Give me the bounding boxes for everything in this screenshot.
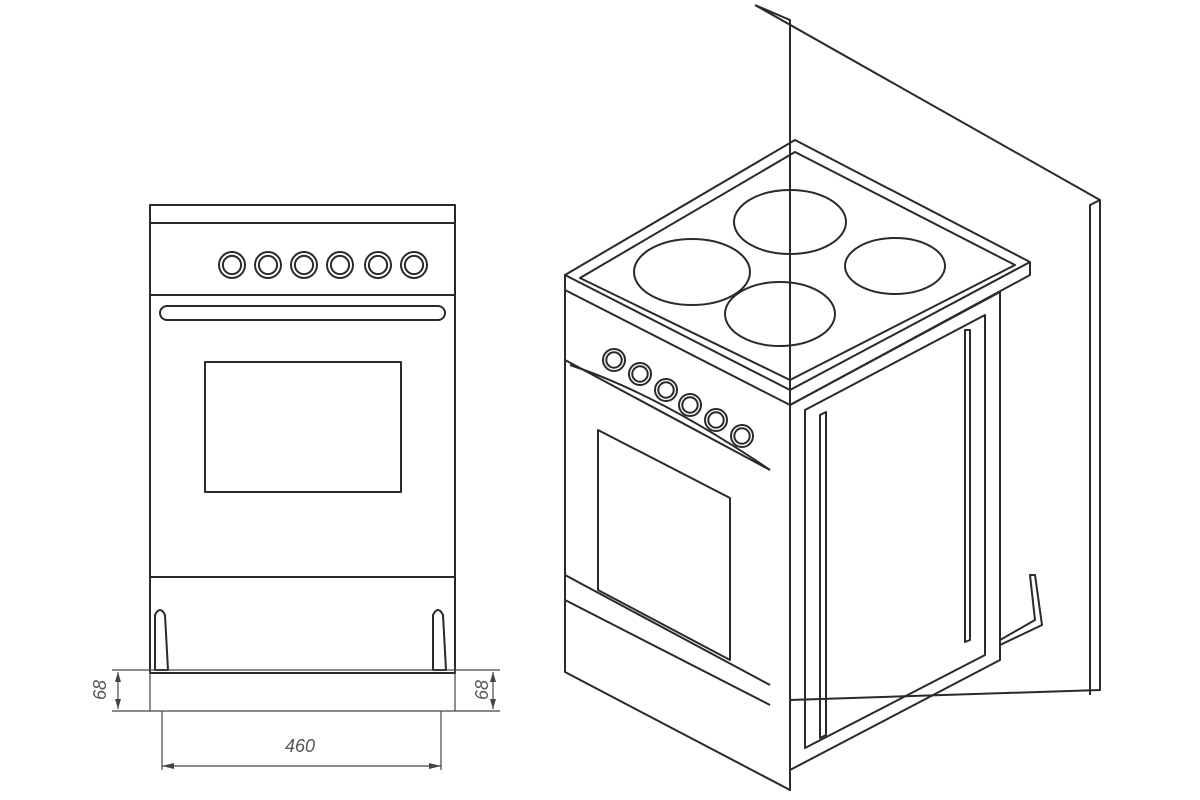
knob	[654, 378, 678, 402]
knob	[293, 254, 315, 276]
cooktop-edge	[149, 204, 456, 224]
knob	[254, 251, 282, 279]
leg-left	[154, 609, 169, 671]
side-panel	[789, 291, 1001, 771]
control-knobs	[218, 251, 428, 279]
isometric-view	[564, 4, 1101, 791]
knob	[730, 424, 754, 448]
knob	[367, 254, 389, 276]
drawer	[149, 576, 456, 674]
burner-front-right	[724, 281, 836, 347]
knob	[681, 396, 699, 414]
wall-panel	[754, 4, 1101, 701]
knob	[221, 254, 243, 276]
knob	[628, 362, 652, 386]
knob	[218, 251, 246, 279]
dimension-lines	[112, 669, 500, 770]
width-dimension-label: 460	[285, 736, 315, 756]
door-handle-iso	[569, 364, 771, 471]
burner-front-left	[633, 238, 751, 306]
knob	[602, 348, 626, 372]
burner-back-left	[733, 189, 847, 255]
knob	[326, 251, 354, 279]
door-handle	[159, 305, 446, 321]
power-cable	[999, 574, 1043, 646]
leg-height-label-right: 68	[472, 680, 492, 700]
knob	[733, 427, 751, 445]
knob	[400, 251, 428, 279]
oven-window-iso	[597, 429, 731, 661]
knob	[631, 365, 649, 383]
knob	[707, 411, 725, 429]
knob	[678, 393, 702, 417]
knob	[329, 254, 351, 276]
knob	[364, 251, 392, 279]
control-knobs-iso	[602, 348, 754, 448]
knob	[403, 254, 425, 276]
oven-window	[204, 361, 402, 493]
leg-right	[432, 609, 447, 671]
leg-height-label-left: 68	[90, 680, 110, 700]
front-body	[564, 290, 791, 791]
knob	[257, 254, 279, 276]
burner-back-right	[844, 237, 946, 295]
oven-door	[149, 294, 456, 578]
front-view	[149, 204, 456, 674]
knob	[290, 251, 318, 279]
knob	[704, 408, 728, 432]
control-panel	[149, 222, 456, 296]
knob	[605, 351, 623, 369]
knob	[657, 381, 675, 399]
